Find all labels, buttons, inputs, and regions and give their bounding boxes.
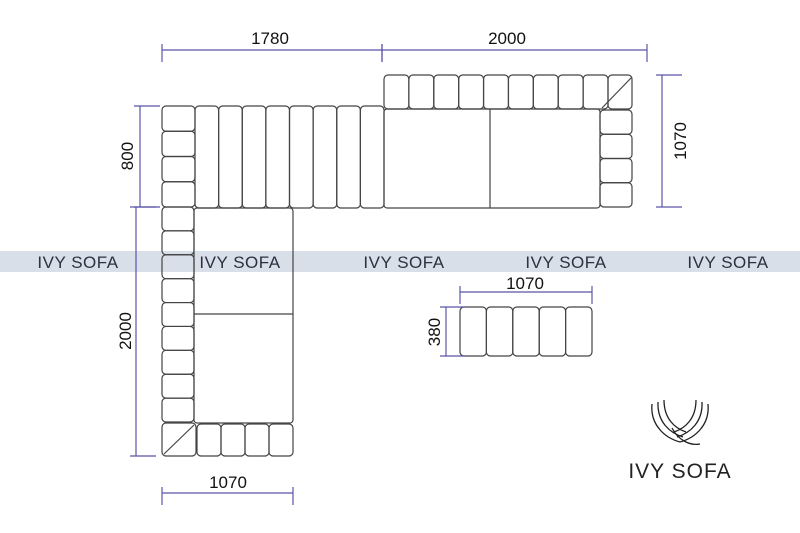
cushion — [485, 306, 514, 357]
cushion — [268, 423, 294, 457]
dimension-lines — [130, 44, 682, 505]
cushion — [336, 105, 361, 209]
cushion — [459, 306, 487, 357]
cushion — [599, 109, 633, 135]
cushion — [161, 155, 196, 183]
cushion — [312, 105, 338, 209]
cushion — [458, 74, 485, 110]
cushion — [607, 74, 633, 110]
dim-left-length: 2000 — [116, 312, 135, 350]
dim-top-right: 2000 — [488, 29, 526, 48]
cushion — [161, 373, 195, 399]
corner-diagonal — [163, 424, 195, 455]
cushion — [220, 423, 246, 457]
dim-top-left: 1780 — [251, 29, 289, 48]
seat — [193, 207, 294, 424]
cushion — [599, 157, 633, 184]
cushion — [265, 105, 291, 209]
dim-bottom-width: 1070 — [209, 473, 247, 492]
cushion — [288, 105, 314, 209]
watermark-text: IVY SOFA — [199, 253, 280, 272]
cushion — [161, 301, 195, 328]
cushion — [512, 306, 540, 357]
dim-left-top-depth: 800 — [118, 142, 137, 170]
cushion — [161, 181, 196, 208]
dim-right-depth: 1070 — [671, 122, 690, 160]
watermark-text: IVY SOFA — [363, 253, 444, 272]
cushion — [532, 74, 559, 110]
cushion — [557, 74, 584, 110]
corner-diagonal — [601, 76, 633, 109]
cushion — [161, 206, 195, 232]
cushion — [194, 105, 220, 209]
cushion — [161, 325, 195, 351]
watermark-band — [0, 251, 800, 272]
dim-ottoman-width: 1070 — [506, 274, 544, 293]
cushion — [196, 423, 222, 457]
brand-name: IVY SOFA — [628, 460, 731, 483]
cushion — [359, 105, 385, 209]
cushion — [433, 74, 460, 110]
cushion — [482, 74, 510, 110]
watermark-text: IVY SOFA — [37, 253, 118, 272]
dim-ottoman-depth: 380 — [425, 318, 444, 346]
cushion — [161, 422, 197, 457]
cushion — [161, 105, 196, 132]
cushion — [161, 397, 195, 423]
watermark-text: IVY SOFA — [525, 253, 606, 272]
cushion — [538, 306, 567, 357]
seat — [383, 108, 601, 209]
cushion — [408, 74, 435, 110]
cushion — [564, 306, 593, 357]
brand-logo-icon — [651, 399, 709, 446]
cushion — [599, 182, 633, 208]
cushion — [599, 133, 633, 160]
cushion — [218, 105, 243, 209]
cushion — [582, 74, 609, 110]
cushion — [383, 74, 410, 110]
cushion — [161, 130, 196, 158]
sofa-modules — [161, 74, 633, 457]
cushion — [241, 105, 267, 209]
cushion — [161, 278, 195, 304]
cushion — [161, 349, 195, 375]
cushion — [244, 423, 270, 457]
watermark-text: IVY SOFA — [687, 253, 768, 272]
cushion — [507, 74, 534, 110]
